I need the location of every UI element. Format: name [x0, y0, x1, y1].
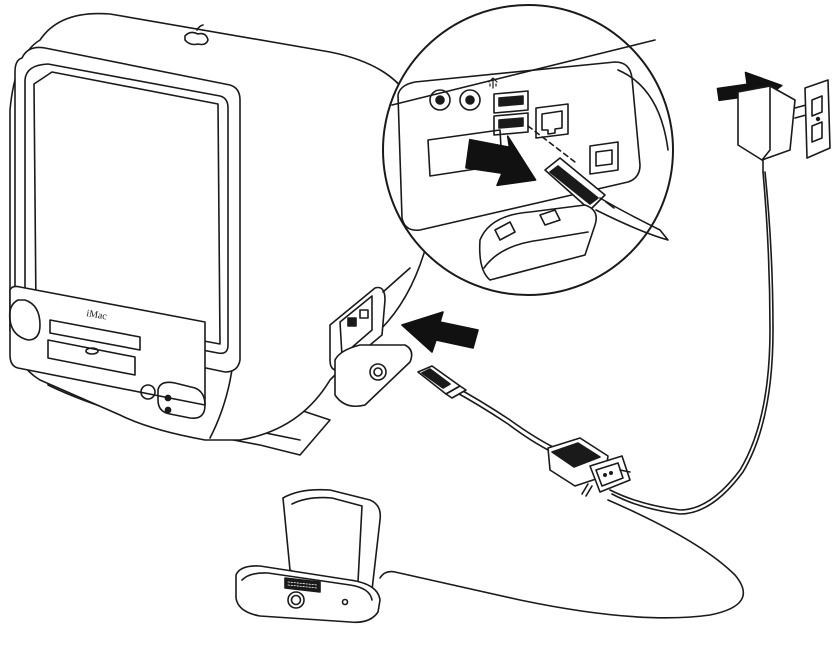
- zoom-door-tab-2: [539, 209, 561, 226]
- adapter-pin-b: [608, 470, 613, 475]
- adapter-screw-1: [581, 483, 593, 497]
- audio-jack-2-hole: [465, 95, 475, 105]
- headphone-jack-1: [164, 394, 172, 402]
- zoom-door-flap: [478, 204, 598, 281]
- adapter-housing-shade: [551, 442, 601, 468]
- audio-jack-1-hole: [435, 95, 445, 105]
- cradle-connector: [284, 577, 321, 593]
- zoom-panel-rim: [617, 69, 669, 151]
- headphone-jack-2: [164, 406, 172, 414]
- modem-port: [589, 141, 619, 175]
- speaker-right: [157, 381, 206, 420]
- usb-port-bottom-slot: [498, 117, 524, 129]
- adapter-screw-2: [619, 469, 631, 473]
- zoom-detail: [382, 4, 674, 296]
- cradle-back-inner: [291, 496, 363, 583]
- cradle-back: [282, 488, 382, 601]
- dock-cable: [379, 499, 745, 619]
- port-door-slot-2: [359, 309, 369, 319]
- usb-port-top-slot: [498, 95, 524, 107]
- imac-screen: [24, 63, 229, 355]
- modem-port-inner: [595, 149, 613, 167]
- adapter-face: [761, 85, 771, 161]
- cradle-base: [235, 565, 381, 624]
- usb-cable: [451, 384, 556, 449]
- outlet-socket-top: [811, 95, 823, 117]
- arrow-to-port: [401, 311, 479, 353]
- audio-jack-2: [459, 89, 481, 111]
- adapter-connector-inner: [595, 462, 624, 487]
- power-button: [140, 384, 156, 400]
- zoom-panel-body: [397, 61, 641, 232]
- insert-guide-dashed: [527, 125, 576, 163]
- audio-jack-1: [429, 89, 451, 111]
- imac-bezel: [14, 46, 241, 373]
- cd-button: [85, 347, 99, 355]
- port-door-knob-inner: [373, 367, 383, 377]
- outlet-socket-bottom: [811, 121, 823, 143]
- zoom-door-tab: [494, 221, 516, 241]
- imac-computer: iMac: [8, 12, 426, 456]
- usb-icon: [488, 77, 498, 89]
- imac-label: iMac: [85, 308, 108, 322]
- ethernet-port-inner: [541, 110, 563, 135]
- serial-adapter: [547, 437, 631, 497]
- zoom-door-flap-line: [483, 231, 589, 269]
- usb-plug-zoom: [544, 157, 669, 241]
- adapter-body: [737, 85, 796, 161]
- zoom-panel-top: [391, 39, 656, 106]
- usb-cable-2: [449, 388, 553, 453]
- cd-slot: [49, 319, 141, 351]
- adapter-prong-1: [794, 104, 807, 119]
- power-adapter: [737, 85, 807, 173]
- cd-tray: [47, 339, 136, 376]
- outlet-screw: [815, 116, 821, 122]
- cradle-hotsync-button-inner: [290, 594, 302, 606]
- port-door-inner: [339, 295, 373, 357]
- speaker-left: [8, 299, 41, 341]
- cradle-connector-teeth: [287, 581, 318, 589]
- power-cable-2: [611, 171, 774, 515]
- adapter-pin-a: [602, 472, 607, 477]
- cradle-hotsync-button: [287, 591, 305, 609]
- zoom-connector-line: [382, 267, 411, 293]
- port-door-knob: [369, 363, 387, 381]
- port-door-flap: [334, 344, 413, 408]
- power-cable: [609, 171, 771, 511]
- apple-logo: [184, 24, 209, 46]
- wall-outlet: [804, 79, 831, 159]
- port-door-slot-1: [347, 317, 357, 327]
- usb-plug: [417, 365, 467, 399]
- cradle-dock: [235, 488, 382, 624]
- cradle-indicator: [341, 598, 349, 606]
- ethernet-port: [535, 103, 569, 139]
- insert-arrow-zoom: [465, 135, 537, 187]
- cradle-base-top: [241, 572, 373, 601]
